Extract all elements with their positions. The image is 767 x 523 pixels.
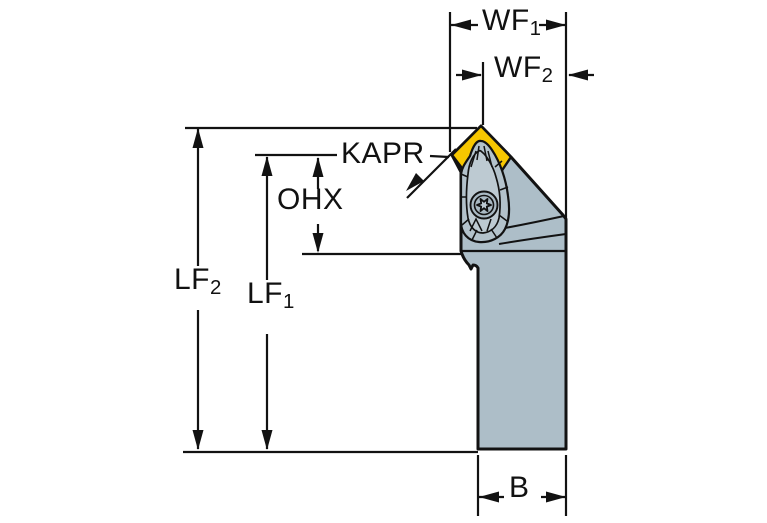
wf1-label-main: WF — [482, 4, 530, 37]
lf1-label-sub: 1 — [283, 290, 295, 313]
wf1-label: WF1 — [482, 4, 542, 40]
b-arrow-left — [479, 491, 499, 503]
wf2-arrow-left — [462, 69, 482, 81]
kapr-leader-line — [429, 154, 450, 159]
b-label-main: B — [509, 471, 530, 504]
wf1-label-sub: 1 — [529, 17, 542, 40]
lf2-arrow-top — [192, 128, 204, 148]
ohx-label: OHX — [277, 185, 344, 215]
head-facet-line-lower — [498, 233, 567, 245]
clamp-screw-inner — [473, 194, 495, 216]
b-arrow-right — [546, 491, 566, 503]
lf2-label: LF2 — [174, 263, 222, 299]
wf2-arrow-right — [568, 69, 588, 81]
insert-clamp — [459, 139, 511, 244]
tool-holder — [450, 124, 568, 451]
dimension-graphics — [183, 12, 594, 516]
lf2-label-sub: 2 — [210, 276, 222, 299]
ohx-arrow-top — [312, 157, 324, 177]
wf2-label-sub: 2 — [541, 64, 554, 87]
kapr-label: KAPR — [341, 139, 425, 169]
lf1-arrow-top — [261, 156, 273, 176]
wf1-arrow-right — [546, 19, 566, 31]
ohx-arrow-bottom — [312, 233, 324, 253]
wf1-arrow-left — [451, 19, 471, 31]
lf1-label-main: LF — [247, 277, 284, 310]
dimension-arrowheads — [192, 19, 588, 503]
lf1-arrow-bottom — [261, 430, 273, 450]
wf2-label: WF2 — [494, 51, 554, 87]
kapr-angle-arrow — [406, 173, 424, 191]
kapr-angle-line — [406, 148, 457, 199]
torx-screw-icon — [476, 198, 492, 212]
head-facet-line-upper — [504, 215, 565, 229]
clamp-facet-lines — [460, 145, 509, 241]
lf2-label-main: LF — [174, 263, 211, 296]
wf2-label-main: WF — [494, 51, 542, 84]
b-label: B — [509, 473, 530, 503]
ohx-label-main: OHX — [277, 183, 344, 216]
kapr-label-main: KAPR — [341, 137, 425, 170]
lf2-arrow-bottom — [192, 430, 204, 450]
lf1-label: LF1 — [247, 277, 295, 313]
